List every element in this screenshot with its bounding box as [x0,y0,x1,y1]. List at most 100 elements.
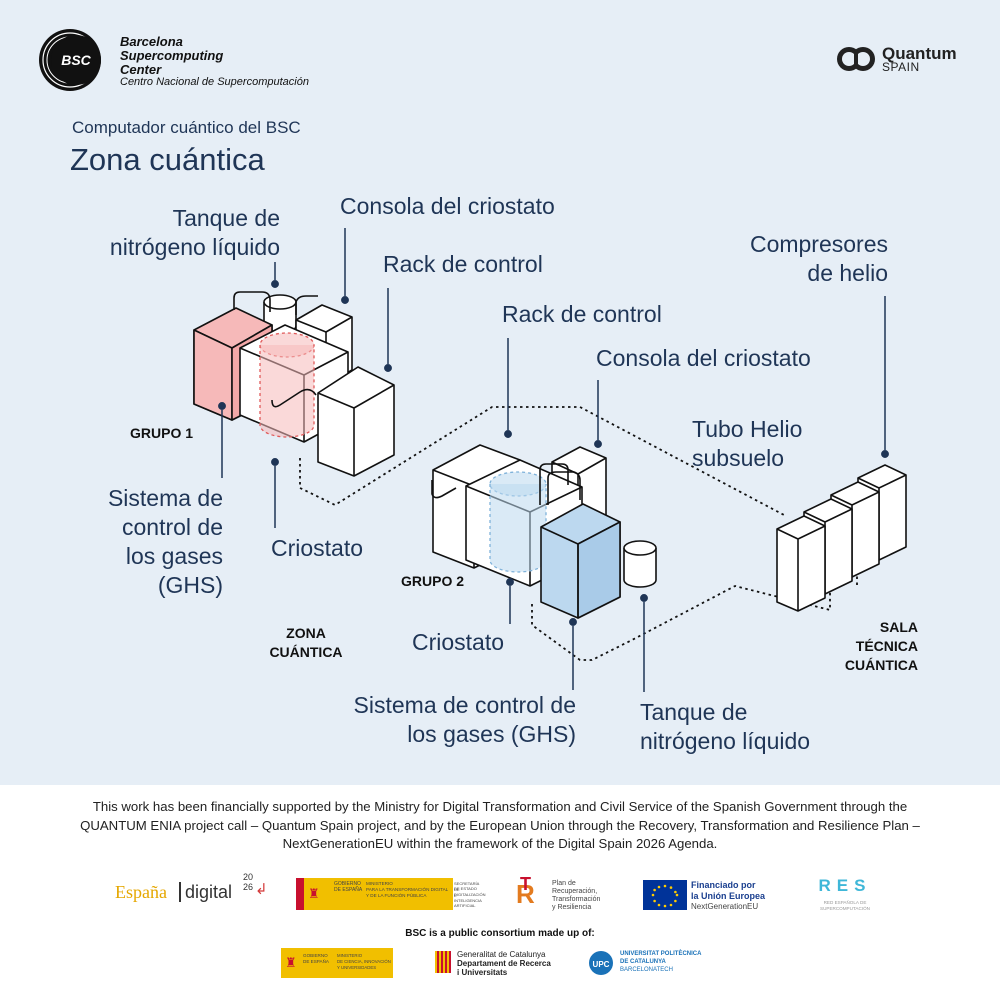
label-g1-tanque-line2: nitrógeno líquido [109,234,280,260]
label-g1-consola: Consola del criostato [340,193,555,219]
upc-emblem-icon: UPC [589,951,613,975]
coat-of-arms-icon: ♜ [308,886,320,901]
coat-of-arms-icon-2: ♜ [285,955,297,970]
quantum-spain-logo: Quantum SPAIN [836,44,966,76]
eu-flag-icon [643,880,687,910]
bsc-name-line3: Center [120,62,162,77]
gob1-line2: DE ESPAÑA [334,887,363,893]
label-sala-line3: CUÁNTICA [844,657,918,673]
plan-line2: Recuperación, [552,888,598,895]
helium-pipe-group1 [299,406,785,516]
label-g1-ghs-line3: los gases [125,543,223,569]
label-g2-criostato: Criostato [412,629,505,655]
label-compresores-line1: Compresores [749,231,888,257]
bsc-logo-mark: BSC [39,29,101,91]
quantum-logo-line1: Quantum [882,44,957,63]
gob2-line1: GOBIERNO [303,953,328,958]
eu-line3: NextGenerationEU [691,902,759,911]
bsc-logo: BSC [38,28,114,92]
res-subtitle: RED ESPAÑOLA DE SUPERCOMPUTACIÓN [820,900,870,911]
plan-line4: y Resiliencia [552,904,592,911]
min2-line2: DE CIENCIA, INNOVACIÓN [337,959,391,964]
upc-logo: UPC UNIVERSITAT POLITÈCNICA DE CATALUNYA… [588,948,708,978]
upc-badge-text: UPC [593,960,610,969]
min1-line3: Y DE LA FUNCIÓN PÚBLICA [366,893,427,898]
res-logo: RES RED ESPAÑOLA DE SUPERCOMPUTACIÓN [810,876,880,916]
label-sala-line1: SALA [879,619,918,635]
label-zona-line1: ZONA [286,625,326,641]
gen-line1: Generalitat de Catalunya [457,950,546,959]
year-top: 20 [243,872,254,882]
min1-line1: MINISTERIO [366,881,393,886]
generalitat-logo: Generalitat de Catalunya Departament de … [435,948,555,978]
bsc-name-line2: Supercomputing [120,48,224,63]
funding-statement: This work has been financially supported… [80,799,920,851]
bsc-badge-text: BSC [61,52,91,68]
label-compresores-line2: de helio [807,260,888,286]
flag-yellow-stripe [304,878,331,910]
espana-digital-logo: España digital 20 26 ↲ [115,872,268,908]
plan-line1: Plan de [552,880,576,887]
plan-recuperacion-logo: R T Plan de Recuperación, Transformación… [516,874,606,912]
quantum-logo-mark [837,47,875,71]
label-g1-rack: Rack de control [383,251,543,277]
label-g1-criostato: Criostato [271,535,364,561]
flag-red-stripe [296,878,304,910]
upc-line1: UNIVERSITAT POLITÈCNICA [620,951,702,957]
gen-line2: Departament de Recerca [457,959,551,968]
label-g1-ghs-line2: control de [121,514,223,540]
leader-lines [218,228,889,692]
min2-line3: Y UNIVERSIDADES [337,965,377,970]
diagram-background [0,0,1000,785]
arrow-icon: ↲ [255,881,268,898]
gob1-line1: GOBIERNO [334,881,361,887]
label-sala-line2: TÉCNICA [855,638,918,654]
bsc-name-line4: Centro Nacional de Supercomputación [120,76,309,88]
min2-line1: MINISTERIO [337,953,363,958]
zona-cuantica-diagram [193,228,907,692]
espana-divider [179,882,181,902]
sec1-line1: SECRETARÍA DE ESTADO [454,881,480,891]
senyera-icon [435,951,451,973]
bsc-name-line1: Barcelona [120,34,183,49]
page-title: Zona cuántica [70,142,265,177]
gob2-line2: DE ESPAÑA [303,959,329,964]
page-subtitle: Computador cuántico del BSC [72,118,301,137]
sec1-line2: DE DIGITALIZACIÓN [454,887,486,897]
year-bottom: 26 [243,882,254,892]
label-g1-ghs-line1: Sistema de [107,485,223,511]
eu-line1: Financiado por [691,880,756,890]
digital-word: digital [185,882,233,902]
helium-compressors [776,464,907,612]
ministry-yellow-band [331,878,453,910]
label-g2-tanque-line2: nitrógeno líquido [640,728,811,754]
sec1-line3: E INTELIGENCIA ARTIFICIAL [454,893,482,908]
consortium-heading: BSC is a public consortium made up of: [405,928,595,939]
espana-word: España [115,882,167,902]
label-g2-ghs-line2: los gases (GHS) [407,721,576,747]
ciencia-yellow-band [281,948,393,978]
grupo1-equipment [193,291,395,477]
label-tubo-line1: Tubo Helio [692,416,803,442]
plan-line3: Transformación [552,896,601,903]
res-logo-text: RES [818,876,872,895]
plan-r-icon: R [516,879,535,909]
upc-line2: DE CATALUNYA [620,959,666,965]
label-zona-line2: CUÁNTICA [269,644,343,660]
label-grupo1: GRUPO 1 [130,425,194,441]
label-g2-ghs-line1: Sistema de control de [353,692,576,718]
label-tubo-line2: subsuelo [692,445,785,471]
label-grupo2: GRUPO 2 [401,573,465,589]
label-g2-tanque-line1: Tanque de [640,699,748,725]
upc-line3: BARCELONATECH [620,967,673,973]
label-g2-rack: Rack de control [502,301,662,327]
label-g1-ghs-line4: (GHS) [157,572,223,598]
plan-t-icon: T [520,874,531,894]
eu-line2: la Unión Europea [691,891,766,901]
gobierno-ministerio-logo: ♜ GOBIERNO DE ESPAÑA MINISTERIO PARA LA … [296,878,485,910]
label-g1-tanque-line1: Tanque de [172,205,280,231]
label-g2-consola: Consola del criostato [596,345,811,371]
eu-logo: Financiado por la Unión Europea NextGene… [643,878,773,912]
gen-line3: i Universitats [457,968,508,977]
min1-line2: PARA LA TRANSFORMACIÓN DIGITAL [366,887,449,892]
